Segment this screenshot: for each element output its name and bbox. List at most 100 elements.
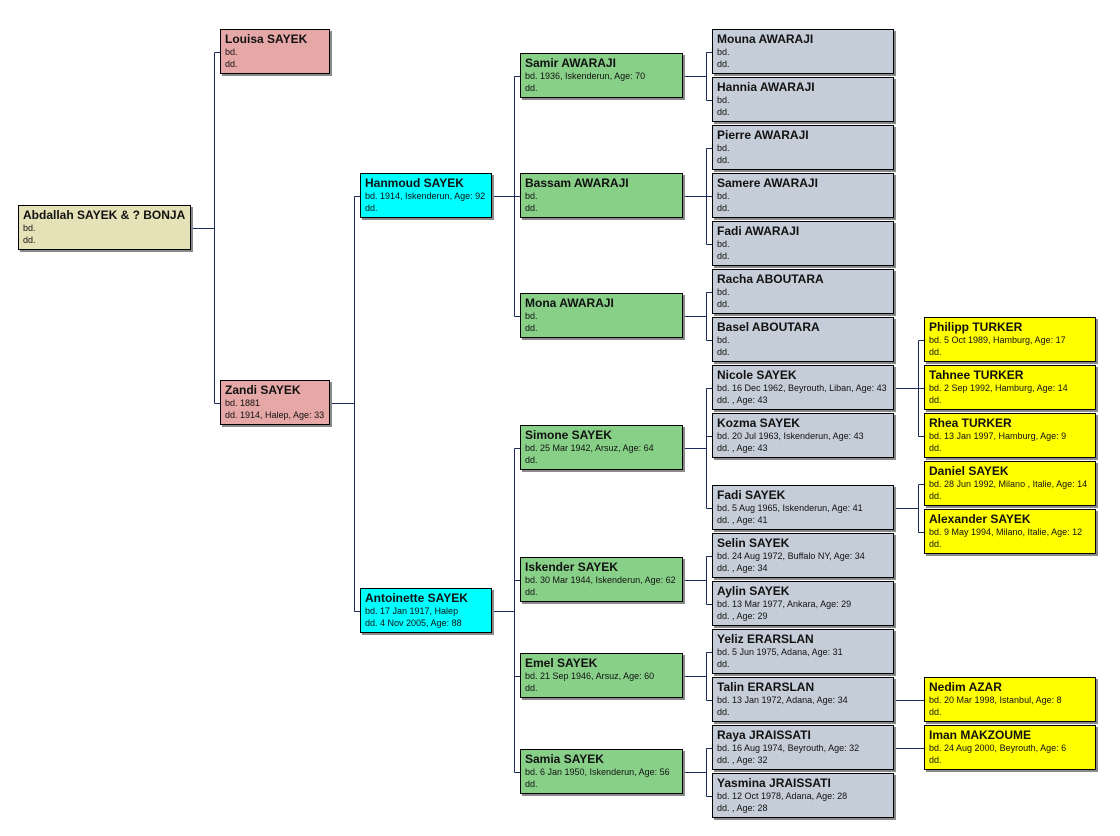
person-death: dd. , Age: 28 xyxy=(717,803,768,813)
person-birth: bd. 20 Jul 1963, Iskenderun, Age: 43 xyxy=(717,431,864,441)
person-birth: bd. xyxy=(717,143,730,153)
person-birth: bd. 5 Aug 1965, Iskenderun, Age: 41 xyxy=(717,503,863,513)
person-name: Fadi AWARAJI xyxy=(717,224,800,238)
person-birth: bd. xyxy=(23,223,36,233)
person-name: Mona AWARAJI xyxy=(525,296,614,310)
person-birth: bd. 1936, Iskenderun, Age: 70 xyxy=(525,71,646,81)
person-name: Mouna AWARAJI xyxy=(717,32,814,46)
person-death: dd. xyxy=(717,203,730,213)
person-birth: bd. xyxy=(717,95,730,105)
person-death: dd. xyxy=(525,683,538,693)
person-name: Hanmoud SAYEK xyxy=(365,176,464,190)
person-birth: bd. 17 Jan 1917, Halep xyxy=(365,606,459,616)
person-death: dd. xyxy=(23,235,36,245)
person-name: Selin SAYEK xyxy=(717,536,790,550)
person-name: Talin ERARSLAN xyxy=(717,680,815,694)
person-birth: bd. 24 Aug 1972, Buffalo NY, Age: 34 xyxy=(717,551,865,561)
person-death: dd. xyxy=(525,83,538,93)
person-name: Raya JRAISSATI xyxy=(717,728,811,742)
person-birth: bd. 21 Sep 1946, Arsuz, Age: 60 xyxy=(525,671,655,681)
person-name: Emel SAYEK xyxy=(525,656,598,670)
person-name: Yeliz ERARSLAN xyxy=(717,632,814,646)
person-birth: bd. 16 Aug 1974, Beyrouth, Age: 32 xyxy=(717,743,860,753)
person-name: Yasmina JRAISSATI xyxy=(717,776,831,790)
person-death: dd. , Age: 32 xyxy=(717,755,768,765)
person-death: dd. xyxy=(525,455,538,465)
person-death: dd. xyxy=(525,203,538,213)
person-name: Fadi SAYEK xyxy=(717,488,786,502)
person-name: Abdallah SAYEK & ? BONJA xyxy=(23,208,186,222)
person-death: dd. xyxy=(525,323,538,333)
person-birth: bd. 1914, Iskenderun, Age: 92 xyxy=(365,191,486,201)
person-death: dd. xyxy=(717,107,730,117)
person-name: Samere AWARAJI xyxy=(717,176,818,190)
person-death: dd. xyxy=(717,347,730,357)
person-name: Iman MAKZOUME xyxy=(929,728,1031,742)
person-name: Simone SAYEK xyxy=(525,428,612,442)
person-death: dd. xyxy=(717,155,730,165)
person-birth: bd. 5 Oct 1989, Hamburg, Age: 17 xyxy=(929,335,1066,345)
person-name: Aylin SAYEK xyxy=(717,584,790,598)
person-name: Alexander SAYEK xyxy=(929,512,1031,526)
person-death: dd. xyxy=(929,491,942,501)
person-birth: bd. 20 Mar 1998, Istanbul, Age: 8 xyxy=(929,695,1062,705)
person-death: dd. xyxy=(929,347,942,357)
person-name: Bassam AWARAJI xyxy=(525,176,629,190)
person-name: Daniel SAYEK xyxy=(929,464,1009,478)
person-death: dd. xyxy=(525,587,538,597)
person-name: Antoinette SAYEK xyxy=(365,591,468,605)
person-birth: bd. 12 Oct 1978, Adana, Age: 28 xyxy=(717,791,848,801)
person-death: dd. , Age: 43 xyxy=(717,395,768,405)
person-name: Pierre AWARAJI xyxy=(717,128,809,142)
person-birth: bd. xyxy=(525,191,538,201)
person-death: dd. , Age: 43 xyxy=(717,443,768,453)
person-name: Hannia AWARAJI xyxy=(717,80,815,94)
person-name: Samir AWARAJI xyxy=(525,56,616,70)
person-birth: bd. 6 Jan 1950, Iskenderun, Age: 56 xyxy=(525,767,670,777)
person-birth: bd. 9 May 1994, Milano, Italie, Age: 12 xyxy=(929,527,1083,537)
person-name: Louisa SAYEK xyxy=(225,32,308,46)
person-name: Samia SAYEK xyxy=(525,752,604,766)
person-name: Basel ABOUTARA xyxy=(717,320,820,334)
person-death: dd. xyxy=(929,707,942,717)
person-birth: bd. 16 Dec 1962, Beyrouth, Liban, Age: 4… xyxy=(717,383,887,393)
person-birth: bd. xyxy=(225,47,238,57)
person-birth: bd. xyxy=(717,287,730,297)
